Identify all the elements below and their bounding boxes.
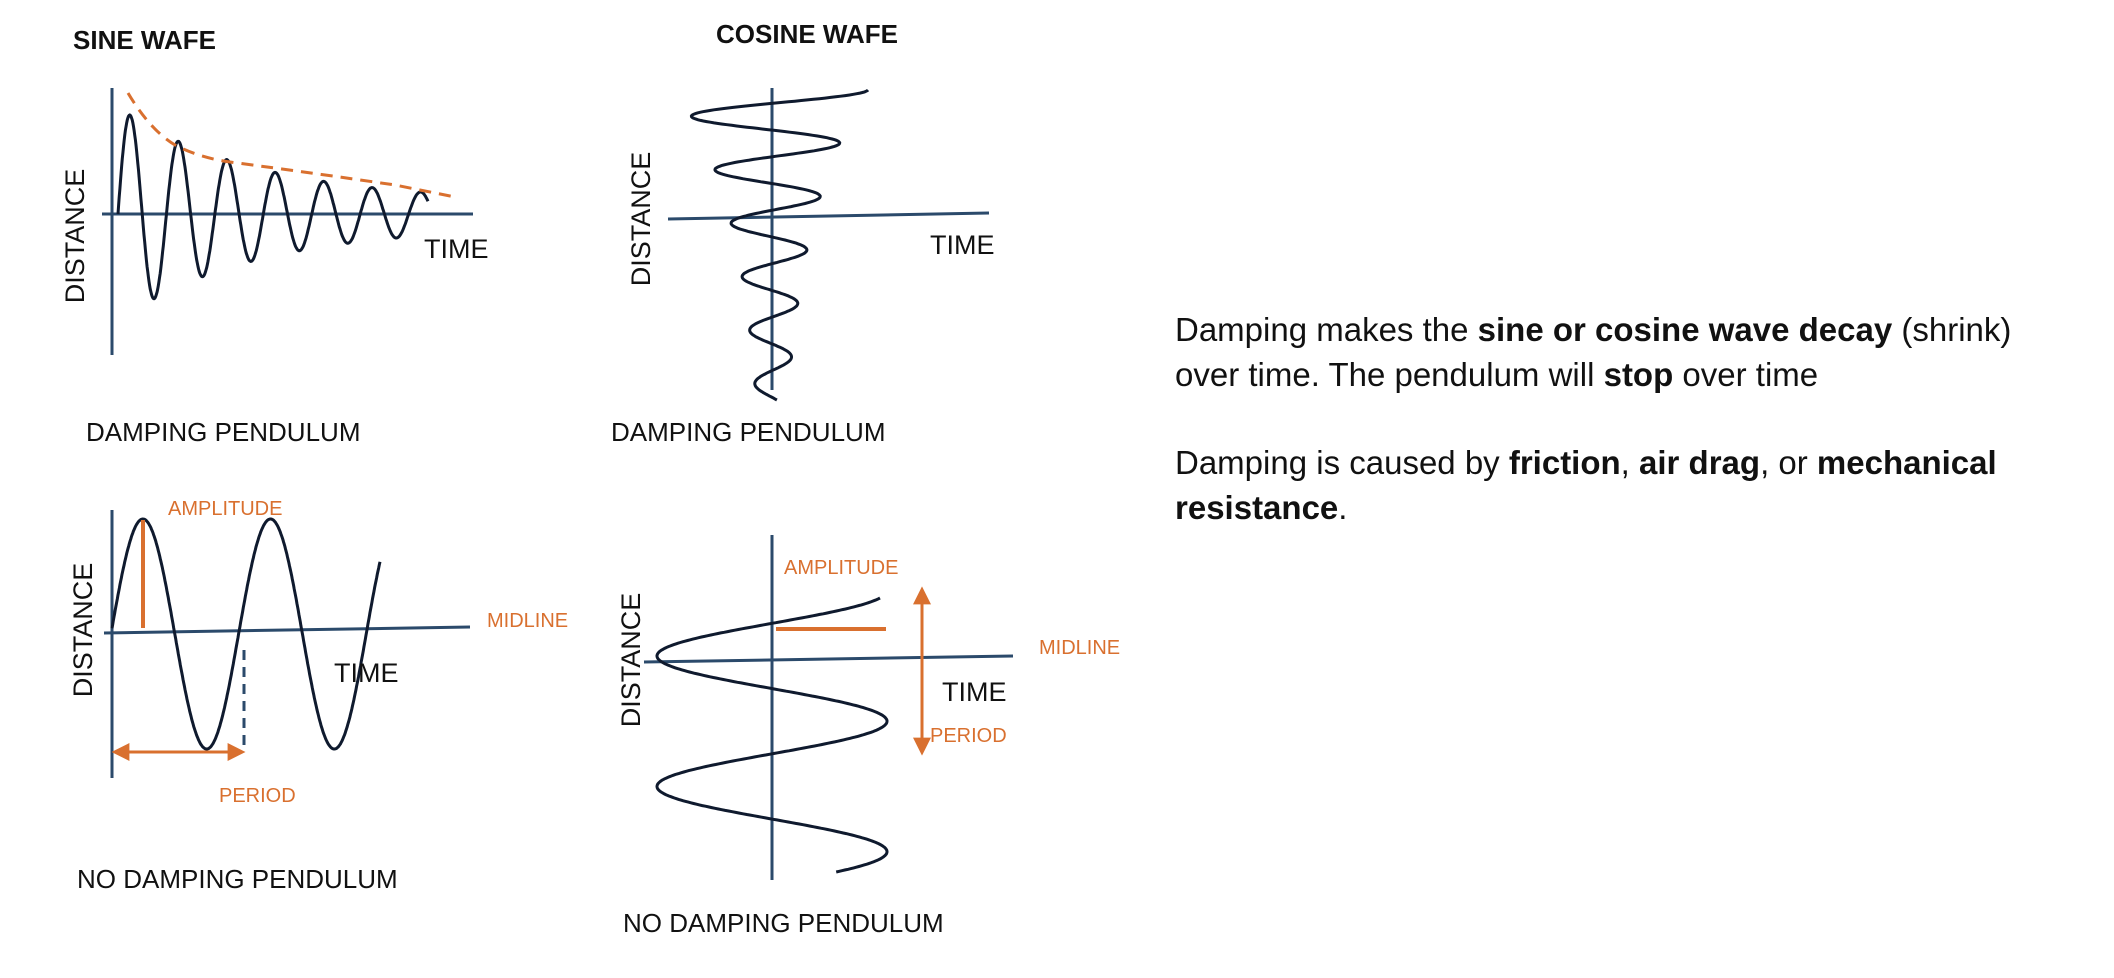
y-axis-label: DISTANCE (626, 152, 656, 287)
panel-caption: NO DAMPING PENDULUM (77, 864, 398, 894)
panel-cosine-damped: COSINE WAFE DISTANCE TIME DAMPING PENDUL… (611, 19, 995, 447)
x-axis-label: TIME (334, 658, 399, 688)
midline-label: MIDLINE (487, 610, 568, 632)
x-axis (667, 211, 990, 221)
damped-sine-wave (116, 113, 430, 301)
note-text: over time (1673, 356, 1819, 393)
y-axis-label: DISTANCE (68, 563, 98, 698)
midline (103, 625, 471, 635)
panel-sine-damped: SINE WAFE DISTANCE TIME DAMPING PENDULUM (60, 25, 489, 447)
midline-label: MIDLINE (1039, 637, 1120, 659)
damped-cosine-wave (689, 88, 870, 402)
panel-title: COSINE WAFE (716, 19, 898, 49)
y-axis-label: DISTANCE (616, 593, 646, 728)
period-label: PERIOD (219, 785, 296, 807)
amplitude-label: AMPLITUDE (784, 557, 898, 579)
note-damping-causes: Damping is caused by friction, air drag,… (1175, 440, 2075, 530)
undamped-sine-wave (110, 517, 382, 751)
note-text: , (1620, 444, 1640, 481)
note-emphasis: sine or cosine wave decay (1477, 311, 1893, 348)
panel-cosine-undamped: AMPLITUDE MIDLINE PERIOD DISTANCE TIME N… (616, 535, 1120, 938)
note-text: Damping makes the (1175, 311, 1478, 348)
panel-sine-undamped: AMPLITUDE MIDLINE PERIOD DISTANCE TIME N… (68, 498, 568, 894)
note-text: Damping is caused by (1175, 444, 1509, 481)
note-text: , or (1760, 444, 1817, 481)
note-emphasis: friction (1508, 444, 1621, 481)
midline (643, 654, 1014, 664)
undamped-cosine-wave (655, 596, 889, 874)
note-text: (shrink) over time. The pendulum will (1175, 311, 2012, 393)
y-axis-label: DISTANCE (60, 169, 90, 304)
panel-caption: DAMPING PENDULUM (611, 417, 885, 447)
decay-envelope-line (126, 92, 456, 199)
note-emphasis: stop (1603, 356, 1674, 393)
amplitude-label: AMPLITUDE (168, 498, 282, 520)
note-emphasis: mechanical resistance (1175, 444, 1997, 526)
x-axis-label: TIME (930, 230, 995, 260)
x-axis-label: TIME (942, 677, 1007, 707)
note-damping-effect: Damping makes the sine or cosine wave de… (1175, 307, 2075, 397)
note-text: . (1338, 489, 1348, 526)
note-emphasis: air drag (1639, 444, 1761, 481)
panel-caption: DAMPING PENDULUM (86, 417, 360, 447)
x-axis-label: TIME (424, 234, 489, 264)
period-label: PERIOD (930, 725, 1007, 747)
panel-caption: NO DAMPING PENDULUM (623, 908, 944, 938)
panel-title: SINE WAFE (73, 25, 216, 55)
